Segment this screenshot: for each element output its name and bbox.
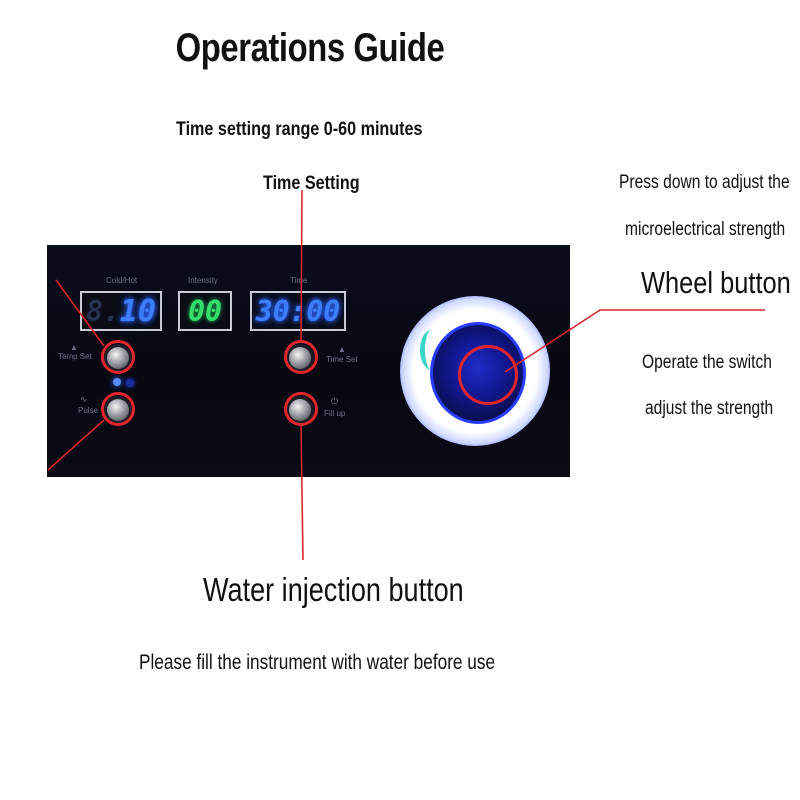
fill-up-label: Fill up (324, 409, 346, 418)
intensity-label: Intensity (188, 276, 218, 285)
wheel-callout-line (504, 309, 765, 373)
status-led-dark-blue (126, 379, 134, 387)
status-led-blue (113, 378, 121, 386)
coldhot-display-dim-digit: 8. (86, 294, 120, 328)
temp-set-highlight-ring (101, 340, 135, 374)
time-label: Time (290, 276, 308, 285)
intensity-display: 00 (178, 291, 232, 331)
coldhot-display: 8. 10 (80, 291, 162, 331)
time-setting-callout-line (300, 189, 303, 343)
time-range-annotation: Time setting range 0-60 minutes (176, 119, 423, 140)
temp-set-label: Temp Set (58, 352, 92, 361)
pulse-highlight-ring (101, 392, 135, 426)
time-display: 30:00 (250, 291, 346, 331)
page-title: Operations Guide (175, 26, 445, 70)
press-annotation-line1: Press down to adjust the (619, 172, 790, 193)
wheel-button-label: Wheel button (641, 265, 791, 300)
power-icon: ⏻ (331, 396, 339, 406)
water-injection-button-label: Water injection button (203, 571, 464, 608)
up-triangle-icon: ▲ (70, 343, 78, 352)
pulse-label: Pulse (78, 406, 99, 415)
water-fill-note: Please fill the instrument with water be… (139, 651, 496, 674)
up-triangle-icon-time: ▲ (338, 345, 346, 354)
intensity-display-value: 00 (188, 294, 222, 328)
press-annotation-line2: microelectrical strength (625, 219, 786, 240)
pulse-wave-icon: ∿ (80, 394, 88, 404)
pulse-callout-line (47, 419, 105, 471)
coldhot-label: Cold/Hot (106, 276, 138, 285)
time-display-value: 30:00 (255, 294, 341, 328)
operate-annotation-line1: Operate the switch (642, 352, 772, 373)
operate-annotation-line2: adjust the strength (645, 398, 774, 419)
coldhot-display-value: 10 (119, 293, 156, 329)
water-injection-highlight-ring (284, 392, 318, 426)
time-setting-annotation: Time Setting (263, 173, 360, 194)
wheel-accent-light (420, 330, 443, 370)
wheel-highlight-ring (458, 345, 518, 405)
temp-set-callout-line (55, 279, 105, 347)
time-set-label: Time Set (326, 355, 358, 364)
water-injection-callout-line (300, 424, 304, 561)
